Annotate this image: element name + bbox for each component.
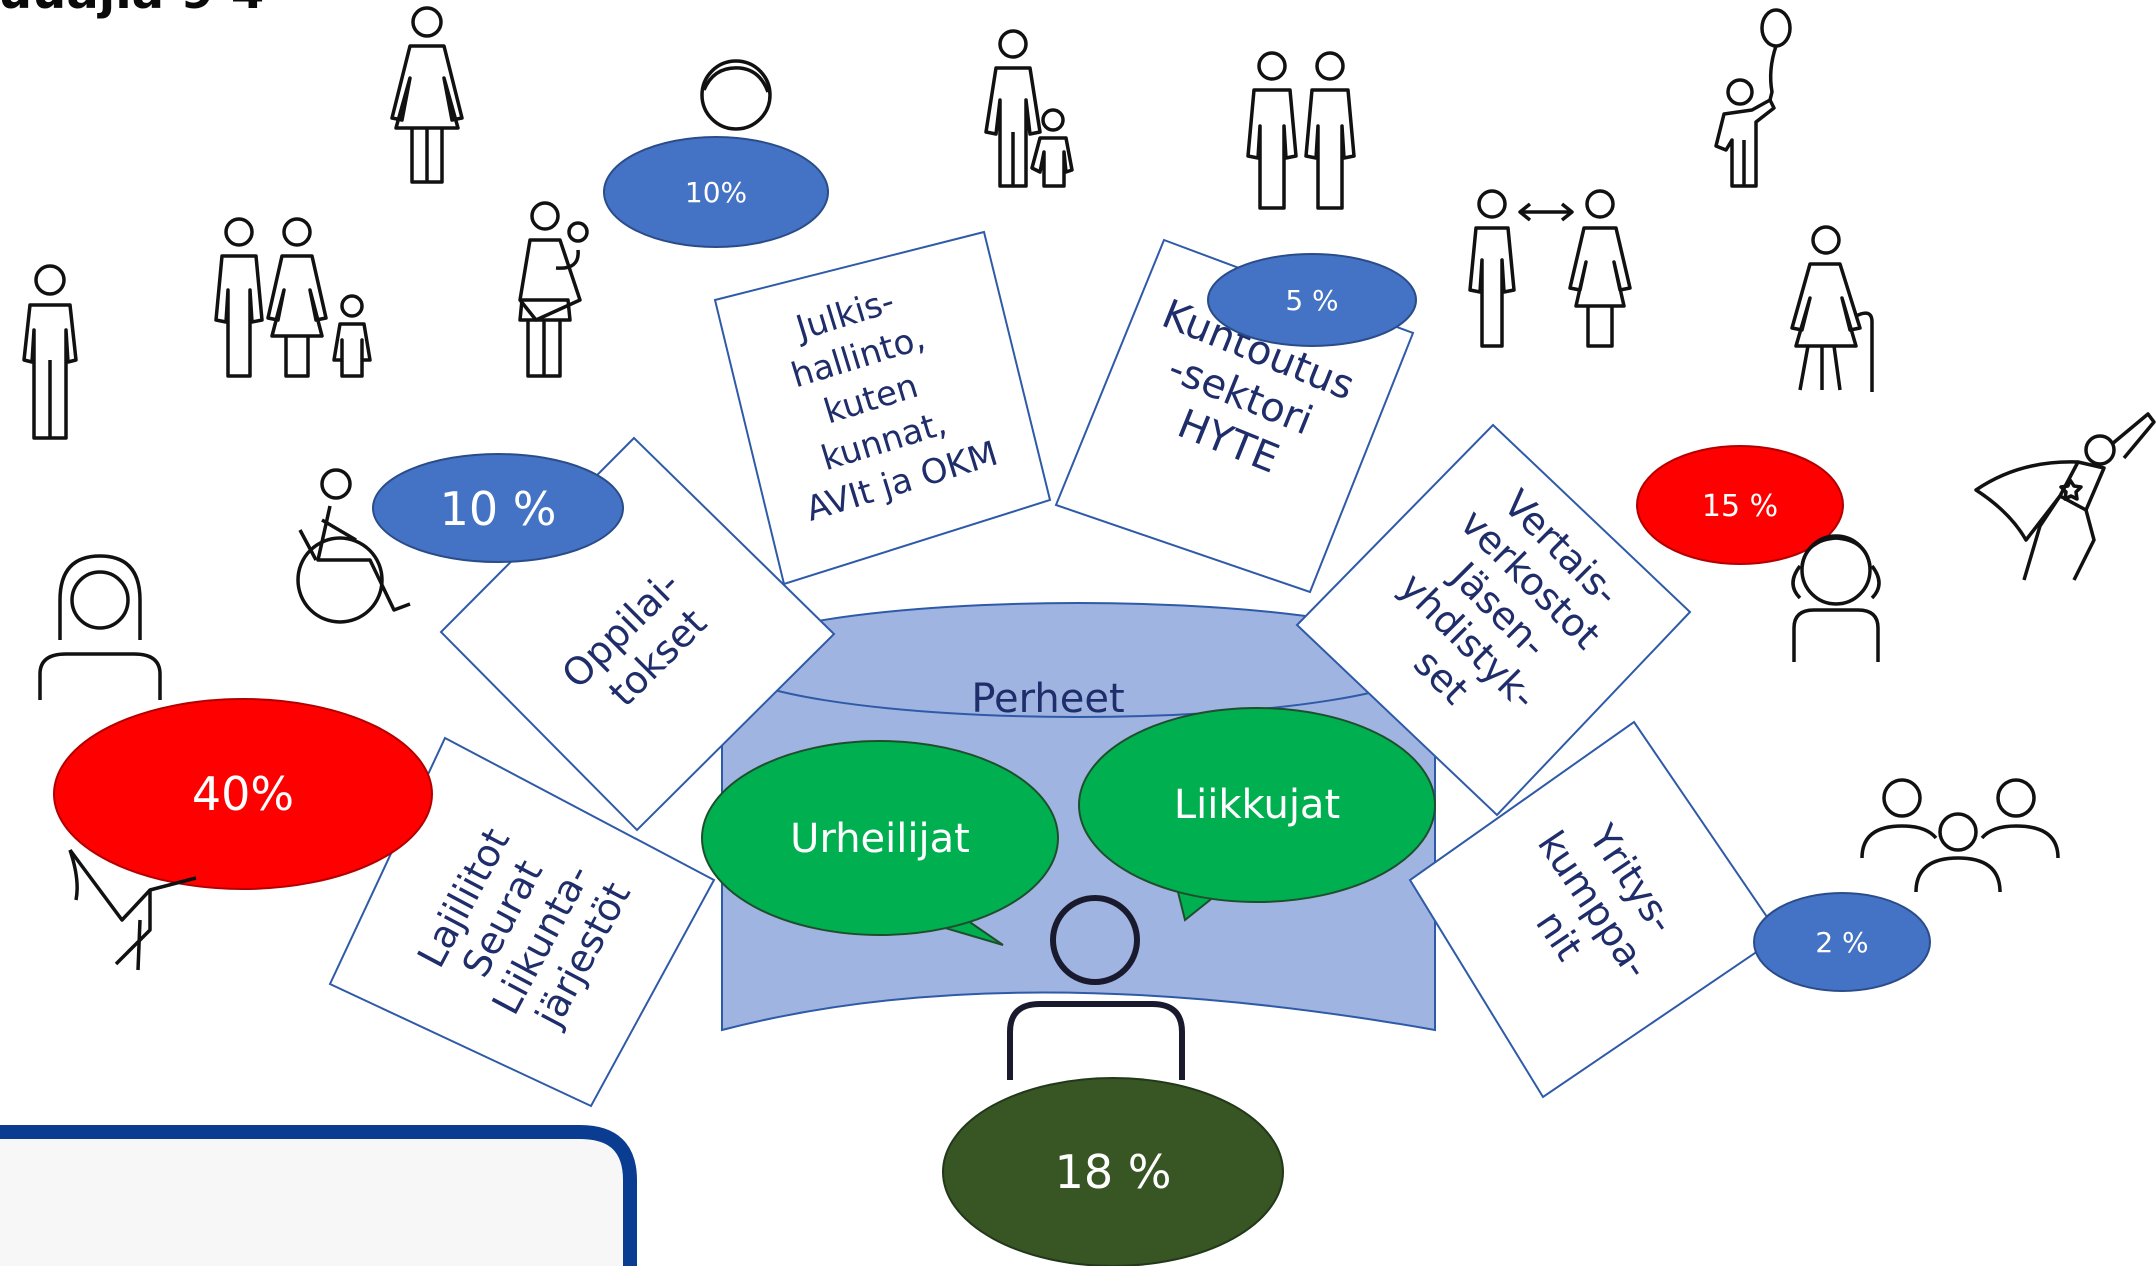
box-public-admin: Julkis- hallinto, kuten kunnat, AVIt ja … xyxy=(713,230,1052,586)
man-icon xyxy=(22,264,78,440)
pct-oval-girl: 15 % xyxy=(1636,445,1844,565)
page-heading: uuajia 9 4 xyxy=(0,0,264,20)
svg-text:10 %: 10 % xyxy=(440,482,557,536)
svg-text:5 %: 5 % xyxy=(1285,284,1338,317)
two-people-icon xyxy=(1246,51,1356,210)
bottom-left-panel xyxy=(0,1125,637,1266)
cylinder-label: Perheet xyxy=(971,676,1124,722)
superhero-icon xyxy=(68,848,197,971)
girl-head-icon xyxy=(1791,534,1881,662)
father-child-icon xyxy=(984,29,1074,188)
pct-oval-rehab: 5 % xyxy=(1207,253,1417,347)
speech-bubble-athletes: Urheilijat xyxy=(701,740,1059,946)
boy-head-icon xyxy=(700,59,772,131)
wheelchair-user-icon xyxy=(296,468,411,624)
speech-bubble-movers: Liikkujat xyxy=(1078,707,1436,922)
superhero-girl-icon xyxy=(1974,412,2156,581)
speech-athletes-text: Urheilijat xyxy=(790,816,970,862)
box-sports-orgs: Lajiliitot Seurat Liikunta- järjestöt xyxy=(328,736,716,1108)
speech-movers-text: Liikkujat xyxy=(1174,782,1340,828)
group-three-icon xyxy=(1860,778,2060,893)
svg-text:15 %: 15 % xyxy=(1702,489,1778,524)
pct-oval-center: 18 % xyxy=(942,1077,1284,1266)
child-balloon-icon xyxy=(1714,8,1792,188)
pct-oval-woman: 40% xyxy=(53,698,433,890)
woman-icon xyxy=(390,6,464,184)
pct-oval-top-kid: 10% xyxy=(603,136,829,248)
two-people-arrow-icon xyxy=(1468,189,1632,348)
svg-text:40%: 40% xyxy=(192,767,294,821)
svg-text:18 %: 18 % xyxy=(1055,1145,1172,1199)
woman-bust-icon xyxy=(38,554,162,700)
box-peer-networks: Vertais- verkostot Jäsen- yhdistyk- set xyxy=(1295,423,1692,817)
family-icon xyxy=(214,217,372,378)
mother-baby-icon xyxy=(518,201,589,378)
pct-oval-group: 2 % xyxy=(1753,892,1931,992)
svg-text:2 %: 2 % xyxy=(1815,926,1868,959)
box-business-partners: Yritys- kumppa- nit xyxy=(1408,720,1782,1099)
svg-text:10%: 10% xyxy=(685,176,747,209)
pct-oval-wheelchair: 10 % xyxy=(372,453,624,563)
center-person-icon xyxy=(1007,895,1185,1080)
elderly-woman-cane-icon xyxy=(1790,225,1874,392)
